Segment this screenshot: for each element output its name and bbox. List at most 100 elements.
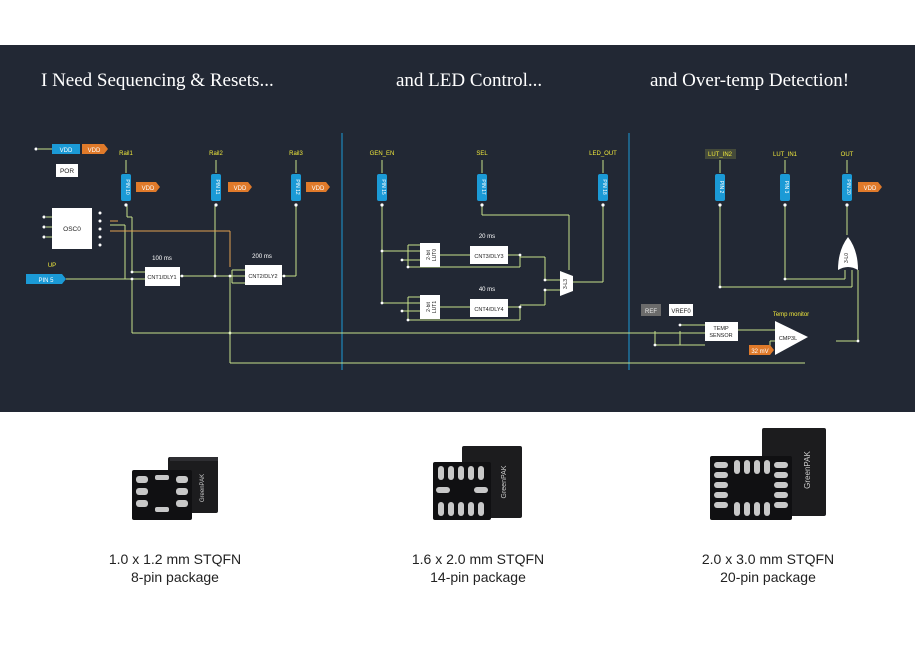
por-block: [56, 164, 78, 177]
ref-label: REF: [645, 309, 657, 315]
pin-gen-en-label: PIN 15: [380, 179, 386, 195]
package2-caption: 1.6 x 2.0 mm STQFN 14-pin package: [368, 550, 588, 586]
pin-up-label: PIN 5: [38, 278, 54, 284]
section1-orange-wires: [110, 220, 231, 267]
lut-in1-label: LUT_IN1: [773, 152, 798, 158]
pin-sel-label: PIN 17: [480, 179, 486, 195]
cnt3-block: [470, 246, 508, 264]
pin-led-out-label: PIN 18: [601, 179, 607, 195]
osc-block: [52, 208, 92, 249]
or-gate-label: 3-L0: [844, 253, 850, 263]
pin-rail2-label: PIN 11: [214, 180, 220, 195]
cnt2-block: [245, 265, 282, 285]
lut1-label-1: 2-bit: [426, 302, 432, 312]
pin-gen-en: PIN 15: [377, 174, 387, 207]
up-label: UP: [48, 263, 56, 269]
comparator: [775, 321, 808, 355]
rail3-vdd-tag: [306, 182, 330, 192]
package-14pin: GreenPAK: [433, 446, 522, 520]
package1-size: 1.0 x 1.2 mm STQFN: [108, 551, 242, 567]
rail2-label: Rail2: [209, 151, 223, 157]
pin-led-out: PIN 18: [598, 174, 608, 207]
rail1-vdd-label: VDD: [142, 186, 155, 192]
lut0-label-1: 2-bit: [426, 250, 432, 260]
heading-led-control: and LED Control...: [396, 70, 543, 91]
package1-brand: GreenPAK: [200, 474, 206, 502]
cnt2-label: CNT2/DLY2: [248, 274, 277, 280]
pin-lut-in2: PIN 2: [715, 174, 725, 207]
schematic-diagram: VDD VDD POR OSC0 UP PIN 5 Rail1 Rail2 Ra…: [26, 133, 882, 370]
section1-wires: [38, 148, 805, 364]
rail3-label: Rail3: [289, 151, 303, 157]
or-gate: [838, 237, 858, 270]
package2-size: 1.6 x 2.0 mm STQFN: [411, 551, 545, 567]
vref-label: VREF0: [671, 309, 691, 315]
gen-en-label: GEN_EN: [370, 151, 395, 157]
vdd-tag: [82, 144, 108, 154]
out-vdd-label: VDD: [864, 186, 877, 192]
cnt3-label: CNT3/DLY3: [474, 254, 503, 260]
pin-rail1: PIN 10: [121, 160, 131, 207]
package3-caption: 2.0 x 3.0 mm STQFN 20-pin package: [658, 550, 878, 586]
temp-monitor-label: Temp monitor: [773, 312, 809, 318]
ref-block: [641, 304, 661, 316]
lut0-block: [420, 243, 440, 267]
package3-pins: 20-pin package: [720, 569, 816, 585]
pin-sel: PIN 17: [477, 174, 487, 207]
package1-caption: 1.0 x 1.2 mm STQFN 8-pin package: [65, 550, 285, 586]
led-out-label: LED_OUT: [589, 151, 617, 157]
section3-wires: [654, 160, 859, 351]
delay2-label: 200 ms: [252, 254, 272, 260]
pin-lut-in1-label: PIN 3: [783, 181, 789, 194]
lut-in2-tag: [705, 149, 736, 159]
comparator-label: CMP3L: [779, 336, 797, 342]
vref-block: [669, 304, 693, 316]
pin-out: PIN 20: [842, 174, 852, 207]
package3-brand: GreenPAK: [803, 451, 812, 489]
lut0-label-2: LUT0: [432, 249, 438, 261]
sel-label: SEL: [476, 151, 488, 157]
vdd-tag-label: VDD: [88, 148, 101, 154]
lut-in2-label: LUT_IN2: [708, 152, 733, 158]
temp-sensor-label-2: SENSOR: [709, 333, 732, 339]
lut1-block: [420, 295, 440, 319]
out-label: OUT: [841, 152, 854, 158]
rail1-label: Rail1: [119, 151, 133, 157]
cnt1-label: CNT1/DLY1: [147, 275, 176, 281]
lut1-label-2: LUT1: [432, 301, 438, 313]
mux-label: 3-L3: [563, 279, 569, 289]
pin-rail3-label: PIN 12: [294, 179, 300, 195]
pin-rail3: PIN 12: [291, 160, 301, 207]
pin-out-label: PIN 20: [845, 179, 851, 195]
por-label: POR: [60, 168, 74, 175]
out-vdd-tag: [858, 182, 882, 192]
delay3-label: 20 ms: [479, 234, 495, 240]
package2-brand: GreenPAK: [501, 465, 508, 498]
mux-block: [560, 271, 573, 296]
heading-sequencing: I Need Sequencing & Resets...: [41, 70, 274, 91]
cnt1-block: [145, 267, 180, 286]
rail1-vdd-tag: [136, 182, 160, 192]
temp-sensor-block: [705, 322, 738, 341]
package1-pins: 8-pin package: [131, 569, 219, 585]
cnt4-block: [470, 299, 508, 317]
package-20pin: GreenPAK: [710, 428, 826, 520]
rail2-vdd-label: VDD: [234, 186, 247, 192]
mv-tag: [749, 345, 774, 355]
package-8pin: GreenPAK: [132, 457, 218, 520]
pin-rail2: PIN 11: [211, 160, 221, 207]
pin-up: [26, 274, 66, 284]
heading-over-temp: and Over-temp Detection!: [650, 70, 850, 91]
vdd-block: [52, 144, 80, 154]
pin-lut-in1: PIN 3: [780, 174, 790, 207]
rail2-vdd-tag: [228, 182, 252, 192]
mv-label: 32 mV: [751, 349, 768, 355]
package2-pins: 14-pin package: [430, 569, 526, 585]
cnt4-label: CNT4/DLY4: [474, 307, 503, 313]
rail3-vdd-label: VDD: [312, 186, 325, 192]
delay1-label: 100 ms: [152, 256, 172, 262]
section2-wires: [381, 160, 604, 321]
osc-label: OSC0: [63, 226, 81, 233]
pin-lut-in2-label: PIN 2: [718, 181, 724, 194]
temp-sensor-label-1: TEMP: [713, 326, 729, 332]
